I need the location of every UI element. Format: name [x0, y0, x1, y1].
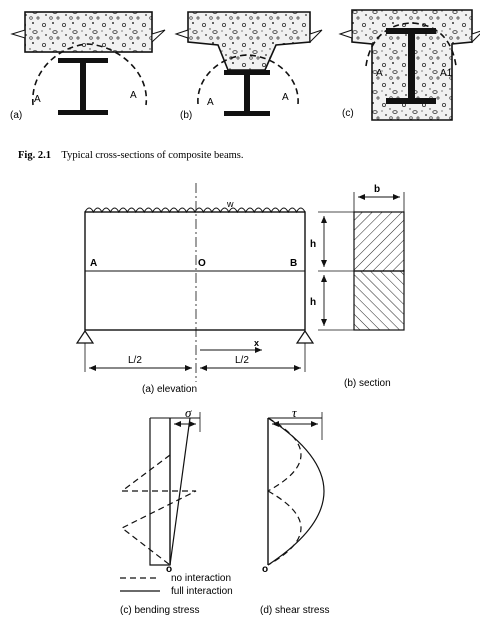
slab-break-left-a: [10, 29, 26, 39]
section-diagram: b h h (b) section: [310, 184, 405, 389]
shear-no-interaction-curve-bottom: [267, 490, 302, 566]
steel-top-flange-b: [224, 70, 270, 75]
curve-a-left-label: A: [34, 94, 41, 105]
section-c-label: (c): [342, 108, 354, 119]
section-b: (b) A A: [174, 11, 323, 121]
legend-full-interaction: full interaction: [171, 586, 233, 597]
section-c: (c) A A1: [338, 9, 480, 121]
elevation-diagram: w A O B L/2 L/2 x (a) elevation: [75, 183, 315, 395]
bending-sigma-label: σ: [185, 405, 192, 420]
left-support-icon: [75, 329, 95, 344]
elevation-caption: (a) elevation: [142, 384, 197, 395]
shear-no-interaction-curve-top: [267, 417, 302, 492]
bending-stress-diagram: σ o: [120, 405, 201, 575]
section-a-label: (a): [10, 110, 22, 121]
concrete-slab-a: [24, 11, 153, 53]
steel-web-b: [244, 75, 250, 112]
slab-break-left-c: [338, 29, 353, 39]
steel-top-flange-c: [386, 28, 436, 34]
shear-stress-diagram: τ o: [262, 405, 325, 575]
slab-break-left-b: [174, 29, 189, 39]
curve-b-left-label: A: [207, 97, 214, 108]
slab-break-right-b: [309, 29, 323, 44]
steel-top-flange-a: [58, 58, 108, 63]
fig-2-1-title: Typical cross-sections of composite beam…: [61, 150, 243, 161]
shear-tau-label: τ: [292, 405, 298, 420]
fig-2-1-number: Fig. 2.1: [18, 150, 51, 161]
x-axis-label: x: [254, 338, 259, 348]
steel-web-a: [80, 63, 86, 110]
bending-caption: (c) bending stress: [120, 605, 199, 616]
bending-no-interaction-line: [120, 454, 197, 566]
half-length-right-label: L/2: [235, 355, 249, 366]
curve-a-right-label: A: [130, 90, 137, 101]
fig-2-1-caption: Fig. 2.1 Typical cross-sections of compo…: [18, 150, 244, 161]
concrete-slab-b: [187, 11, 311, 71]
failure-curve-a: [32, 43, 148, 106]
legend-no-interaction: no interaction: [171, 573, 231, 584]
section-h-bottom-label: h: [310, 297, 316, 308]
section-width-label: b: [374, 184, 380, 195]
point-b-label: B: [290, 258, 297, 269]
half-length-left-label: L/2: [128, 355, 142, 366]
shear-caption: (d) shear stress: [260, 605, 329, 616]
section-a: (a) A A: [10, 11, 166, 121]
bending-full-interaction-line: [149, 417, 191, 566]
shear-origin-label: o: [262, 564, 268, 575]
section-caption: (b) section: [344, 378, 391, 389]
section-bottom-hatch: [353, 270, 405, 331]
slab-break-right-c: [471, 30, 480, 44]
section-b-label: (b): [180, 110, 192, 121]
section-top-hatch: [353, 211, 405, 272]
section-h-top-label: h: [310, 239, 316, 250]
steel-bottom-flange-a: [58, 110, 108, 115]
steel-bottom-flange-b: [224, 111, 270, 116]
slab-break-right-a: [151, 29, 166, 44]
failure-curve-c: [365, 22, 457, 67]
load-label-w: w: [226, 199, 234, 209]
curve-c-right-label: A1: [440, 68, 453, 79]
curve-c-left-label: A: [376, 68, 383, 79]
right-support-icon: [295, 329, 315, 344]
failure-curve-b: [197, 54, 299, 105]
bending-origin-label: o: [166, 564, 172, 575]
legend: no interaction full interaction: [120, 573, 233, 597]
point-o-label: O: [198, 258, 206, 269]
steel-web-c: [408, 34, 415, 98]
steel-bottom-flange-c: [386, 98, 436, 104]
curve-b-right-label: A: [282, 92, 289, 103]
point-a-label: A: [90, 258, 97, 269]
